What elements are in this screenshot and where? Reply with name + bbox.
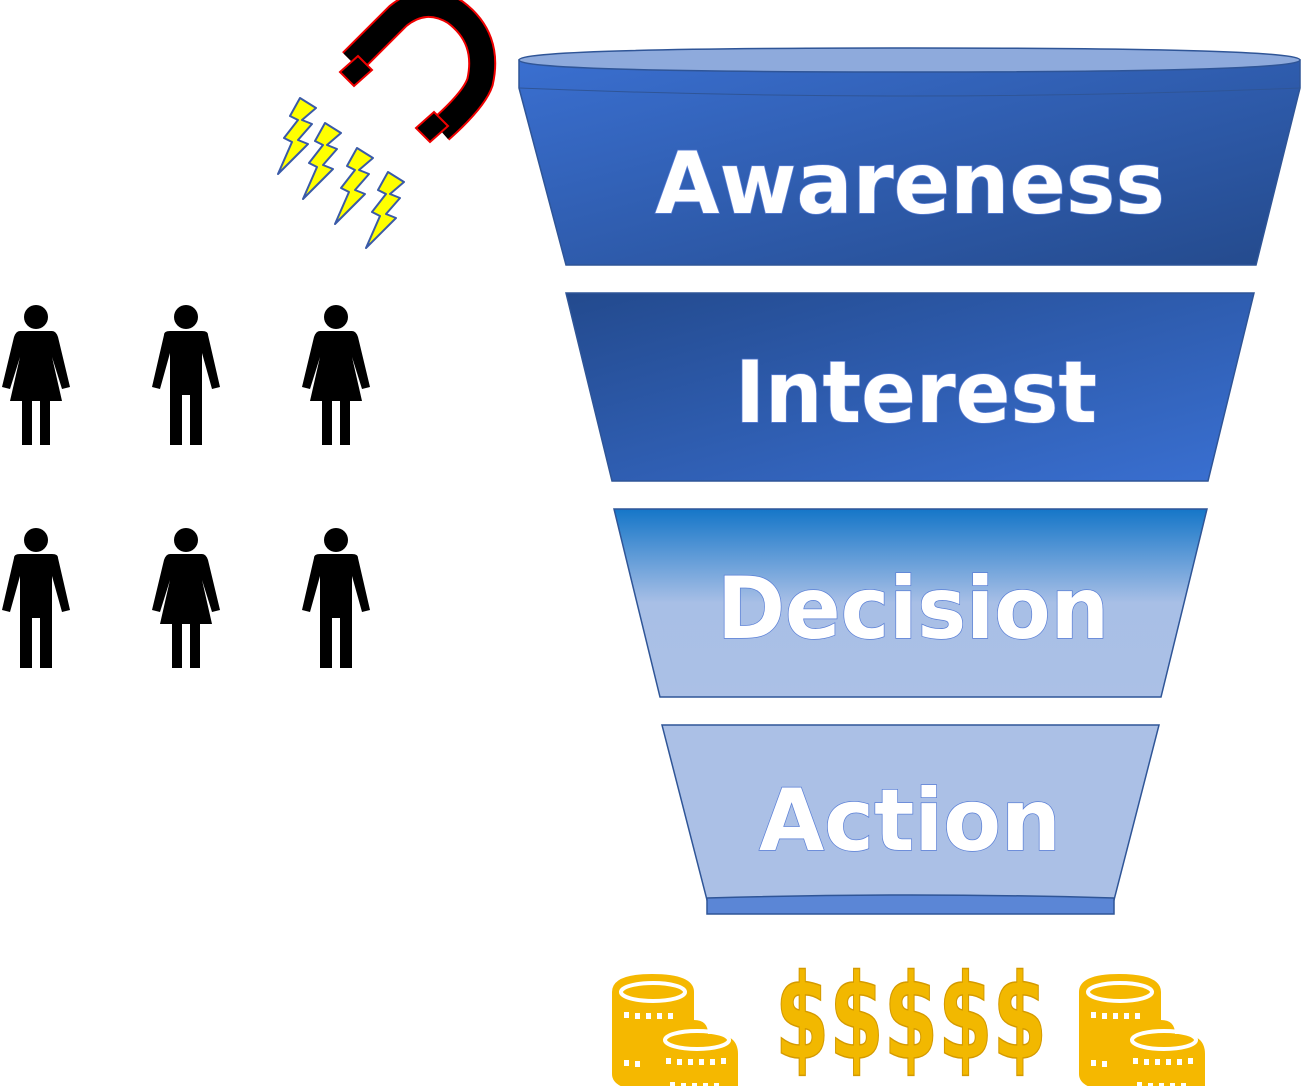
lightning-bolt-icon <box>334 147 374 225</box>
funnel-stage-interest: Interest <box>565 292 1255 482</box>
lightning-bolt-icon <box>302 122 342 200</box>
funnel-stage-decision: Decision <box>613 508 1208 698</box>
male-person-icon <box>302 528 370 668</box>
male-person-icon <box>152 305 220 445</box>
coin-stack-icon <box>1077 972 1207 1086</box>
lightning-bolts <box>277 97 405 249</box>
magnet-icon <box>338 0 497 144</box>
stage-label: Interest <box>735 343 1097 443</box>
stage-label: Action <box>759 771 1061 871</box>
funnel-stage-awareness: Awareness <box>518 47 1301 266</box>
coin-stack-icon <box>610 972 740 1086</box>
stage-label: Decision <box>717 559 1109 659</box>
female-person-icon <box>152 528 220 668</box>
dollar-signs: $$$$$ <box>775 948 1047 1086</box>
female-person-icon <box>302 305 370 445</box>
female-person-icon <box>2 305 70 445</box>
funnel: Awareness Interest Decision Action <box>518 47 1301 915</box>
stage-label: Awareness <box>655 134 1165 234</box>
male-person-icon <box>2 528 70 668</box>
people-group <box>2 305 370 668</box>
funnel-stage-action: Action <box>661 724 1160 915</box>
lightning-bolt-icon <box>365 171 405 249</box>
